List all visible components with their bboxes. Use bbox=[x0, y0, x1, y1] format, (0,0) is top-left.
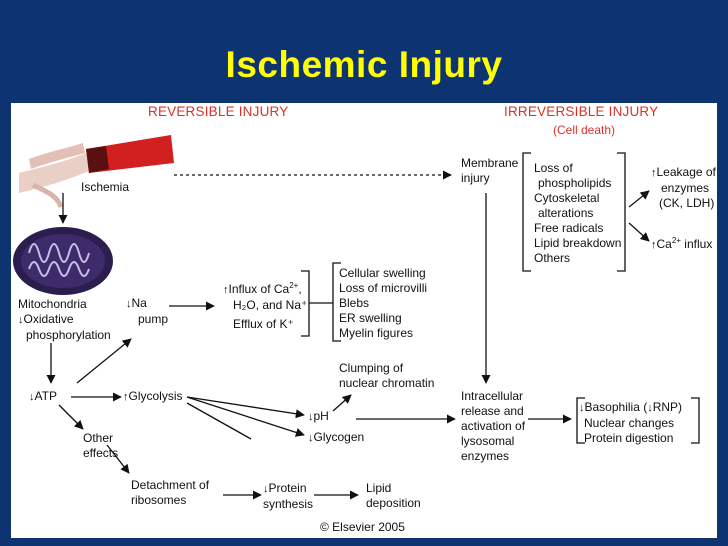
lipid-deposition-label: Lipid deposition bbox=[366, 481, 421, 510]
decrease-arrow-icon: ↓ bbox=[308, 432, 314, 444]
ischemia-label: Ischemia bbox=[81, 180, 130, 194]
cellular-swelling-list: Cellular swelling Loss of microvilli Ble… bbox=[339, 266, 428, 340]
influx-label: ↑Influx of Ca2+, H₂O, and Na⁺ bbox=[223, 281, 308, 312]
decrease-arrow-icon: ↓ bbox=[308, 411, 314, 423]
efflux-label: Efflux of K⁺ bbox=[233, 317, 294, 331]
ph-label: ↓pH bbox=[308, 409, 329, 423]
mitochondria-label: Mitochondria ↓Oxidative phosphorylation bbox=[18, 297, 111, 342]
atp-label: ↓ATP bbox=[29, 389, 57, 403]
increase-arrow-icon: ↑ bbox=[651, 239, 657, 251]
decrease-arrow-icon: ↓ bbox=[18, 314, 24, 326]
other-effects-label: Other effects bbox=[83, 431, 119, 460]
decrease-arrow-icon: ↓ bbox=[126, 298, 132, 310]
clumping-label: Clumping of nuclear chromatin bbox=[339, 361, 435, 390]
increase-arrow-icon: ↑ bbox=[651, 167, 657, 179]
cell-death-label: (Cell death) bbox=[553, 123, 616, 137]
nuclear-changes-list: ↓Basophilia (↓RNP) Nuclear changes Prote… bbox=[579, 400, 683, 445]
blood-vessel-icon bbox=[19, 135, 174, 208]
detachment-label: Detachment of ribosomes bbox=[131, 478, 210, 507]
mitochondrion-icon bbox=[13, 227, 113, 295]
membrane-injury-label: Membrane injury bbox=[461, 156, 519, 185]
protein-synthesis-label: ↓Protein synthesis bbox=[263, 481, 314, 511]
decrease-arrow-icon: ↓ bbox=[29, 391, 35, 403]
glycogen-label: ↓Glycogen bbox=[308, 430, 365, 444]
glycolysis-label: ↑Glycolysis bbox=[123, 389, 183, 403]
diagram-arrows bbox=[13, 135, 700, 500]
decrease-arrow-icon: ↓ bbox=[579, 402, 585, 414]
lysosomal-release-list: Intracellular release and activation of … bbox=[461, 389, 526, 463]
slide-title: Ischemic Injury bbox=[225, 44, 503, 85]
copyright-label: © Elsevier 2005 bbox=[320, 520, 405, 534]
na-pump-label: ↓Na pump bbox=[126, 296, 169, 326]
diagram-panel: REVERSIBLE INJURY IRREVERSIBLE INJURY (C… bbox=[11, 103, 717, 538]
increase-arrow-icon: ↑ bbox=[223, 284, 229, 296]
irreversible-header: IRREVERSIBLE INJURY bbox=[504, 104, 659, 119]
decrease-arrow-icon: ↓ bbox=[263, 483, 269, 495]
reversible-header: REVERSIBLE INJURY bbox=[148, 104, 289, 119]
decrease-arrow-icon: ↓ bbox=[647, 402, 653, 414]
leakage-label: ↑Leakage of enzymes (CK, LDH) bbox=[651, 165, 716, 210]
increase-arrow-icon: ↑ bbox=[123, 391, 129, 403]
ca-influx-label: ↑Ca2+ influx bbox=[651, 236, 713, 251]
membrane-losses-list: Loss of phospholipids Cytoskeletal alter… bbox=[534, 161, 622, 265]
